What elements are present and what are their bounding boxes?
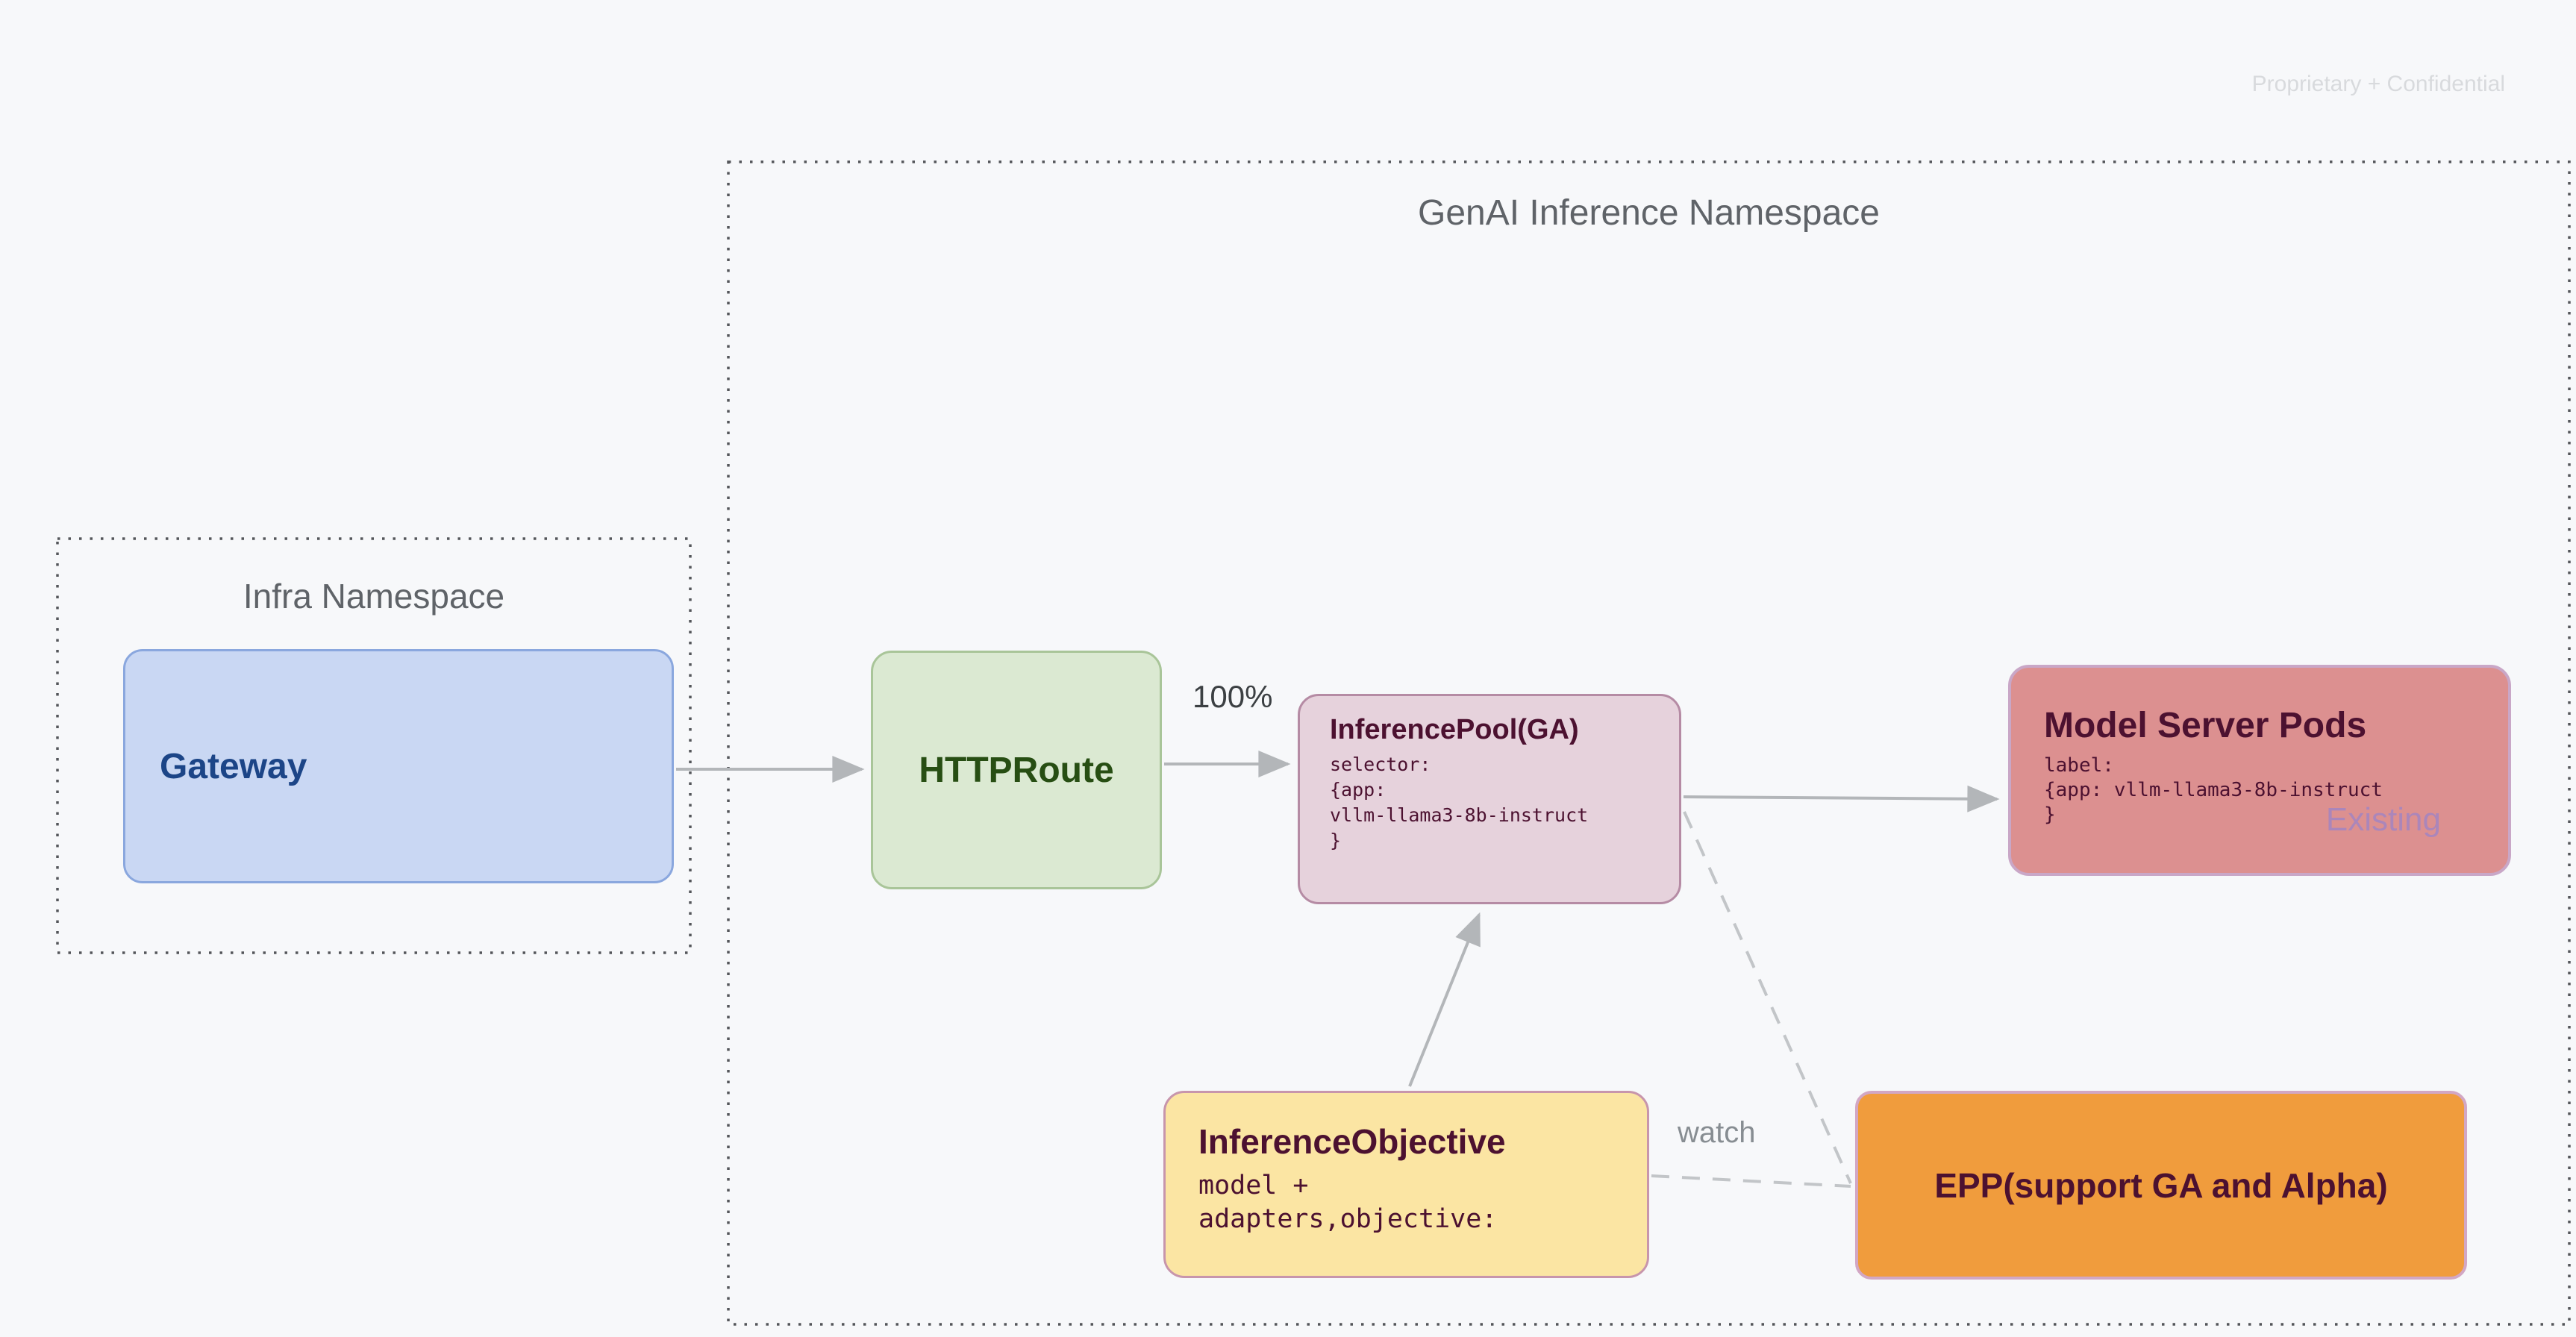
inference-pool-node[interactable]: InferencePool(GA) selector: {app: vllm-l… — [1298, 694, 1681, 904]
epp-label: EPP(support GA and Alpha) — [1934, 1165, 2388, 1205]
existing-tag: Existing — [2325, 801, 2441, 838]
inference-objective-code-line: model + — [1198, 1171, 1309, 1200]
inference-pool-code-line: vllm-llama3-8b-instruct — [1330, 804, 1589, 826]
inference-pool-code-line: {app: — [1330, 779, 1387, 801]
genai-namespace-title: GenAI Inference Namespace — [1417, 193, 1880, 233]
route-weight-label: 100% — [1192, 679, 1273, 714]
watch-label: watch — [1678, 1116, 1756, 1149]
gateway-label: Gateway — [160, 746, 307, 786]
edge-dashed-inferencepool-to-epp — [1683, 811, 1852, 1184]
model-server-pods-code-line: {app: vllm-llama3-8b-instruct — [2044, 779, 2383, 801]
gateway-node[interactable]: Gateway — [123, 649, 674, 883]
model-server-pods-code-line: label: — [2044, 754, 2114, 777]
inference-pool-title: InferencePool(GA) — [1330, 714, 1579, 745]
watermark: Proprietary + Confidential — [2251, 72, 2505, 96]
model-server-pods-code-line: } — [2044, 804, 2056, 826]
infra-namespace-border — [56, 537, 692, 954]
genai-namespace-border — [727, 160, 2571, 1326]
httproute-label: HTTPRoute — [919, 750, 1114, 790]
inference-objective-node[interactable]: InferenceObjective model + adapters,obje… — [1163, 1091, 1649, 1278]
edge-inferencepool-to-modelserverpods — [1683, 785, 2000, 812]
inference-pool-code-line: } — [1330, 830, 1342, 851]
inference-objective-code-line: adapters,objective: — [1198, 1204, 1498, 1234]
model-server-pods-node[interactable]: Model Server Pods label: {app: vllm-llam… — [2008, 665, 2511, 876]
edge-dashed-watch-inferenceobjective-to-epp — [1651, 1174, 1851, 1188]
httproute-node[interactable]: HTTPRoute — [871, 651, 1162, 889]
edge-inferenceobjective-to-inferencepool — [1408, 912, 1481, 1087]
model-server-pods-title: Model Server Pods — [2044, 706, 2367, 745]
infra-namespace-title: Infra Namespace — [243, 577, 505, 616]
inference-pool-code-line: selector: — [1330, 754, 1431, 775]
inference-objective-title: InferenceObjective — [1198, 1122, 1506, 1161]
epp-node[interactable]: EPP(support GA and Alpha) — [1855, 1091, 2467, 1280]
